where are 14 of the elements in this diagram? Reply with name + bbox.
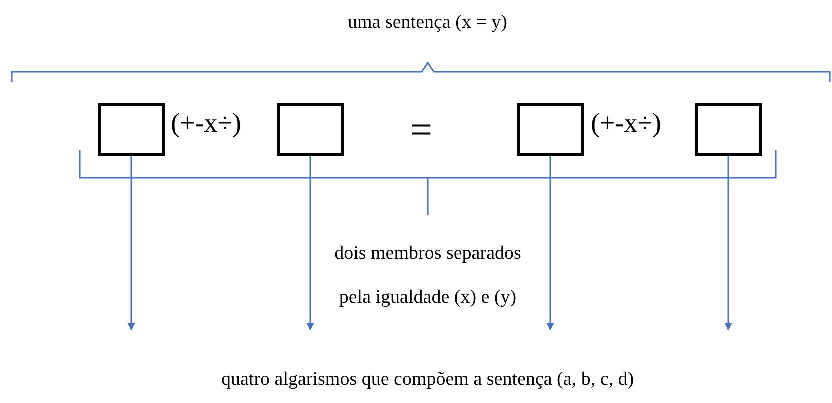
heading-text: uma sentença (x = y) (348, 12, 508, 34)
empty-box (517, 103, 584, 156)
empty-box (695, 103, 762, 156)
caption-text: quatro algarismos que compõem a sentença (a, b, c, d) (222, 369, 634, 391)
operator-text: (+-x÷) (591, 108, 662, 139)
arrow (724, 156, 732, 331)
operator-text: (+-x÷) (171, 108, 242, 139)
empty-box (98, 103, 165, 156)
equals-sign: = (410, 106, 433, 153)
empty-box (277, 103, 344, 156)
arrow (128, 156, 136, 331)
arrow (306, 156, 314, 331)
note-text: dois membros separados pela igualdade (x) e (y) (334, 242, 522, 310)
arrow (546, 156, 554, 331)
